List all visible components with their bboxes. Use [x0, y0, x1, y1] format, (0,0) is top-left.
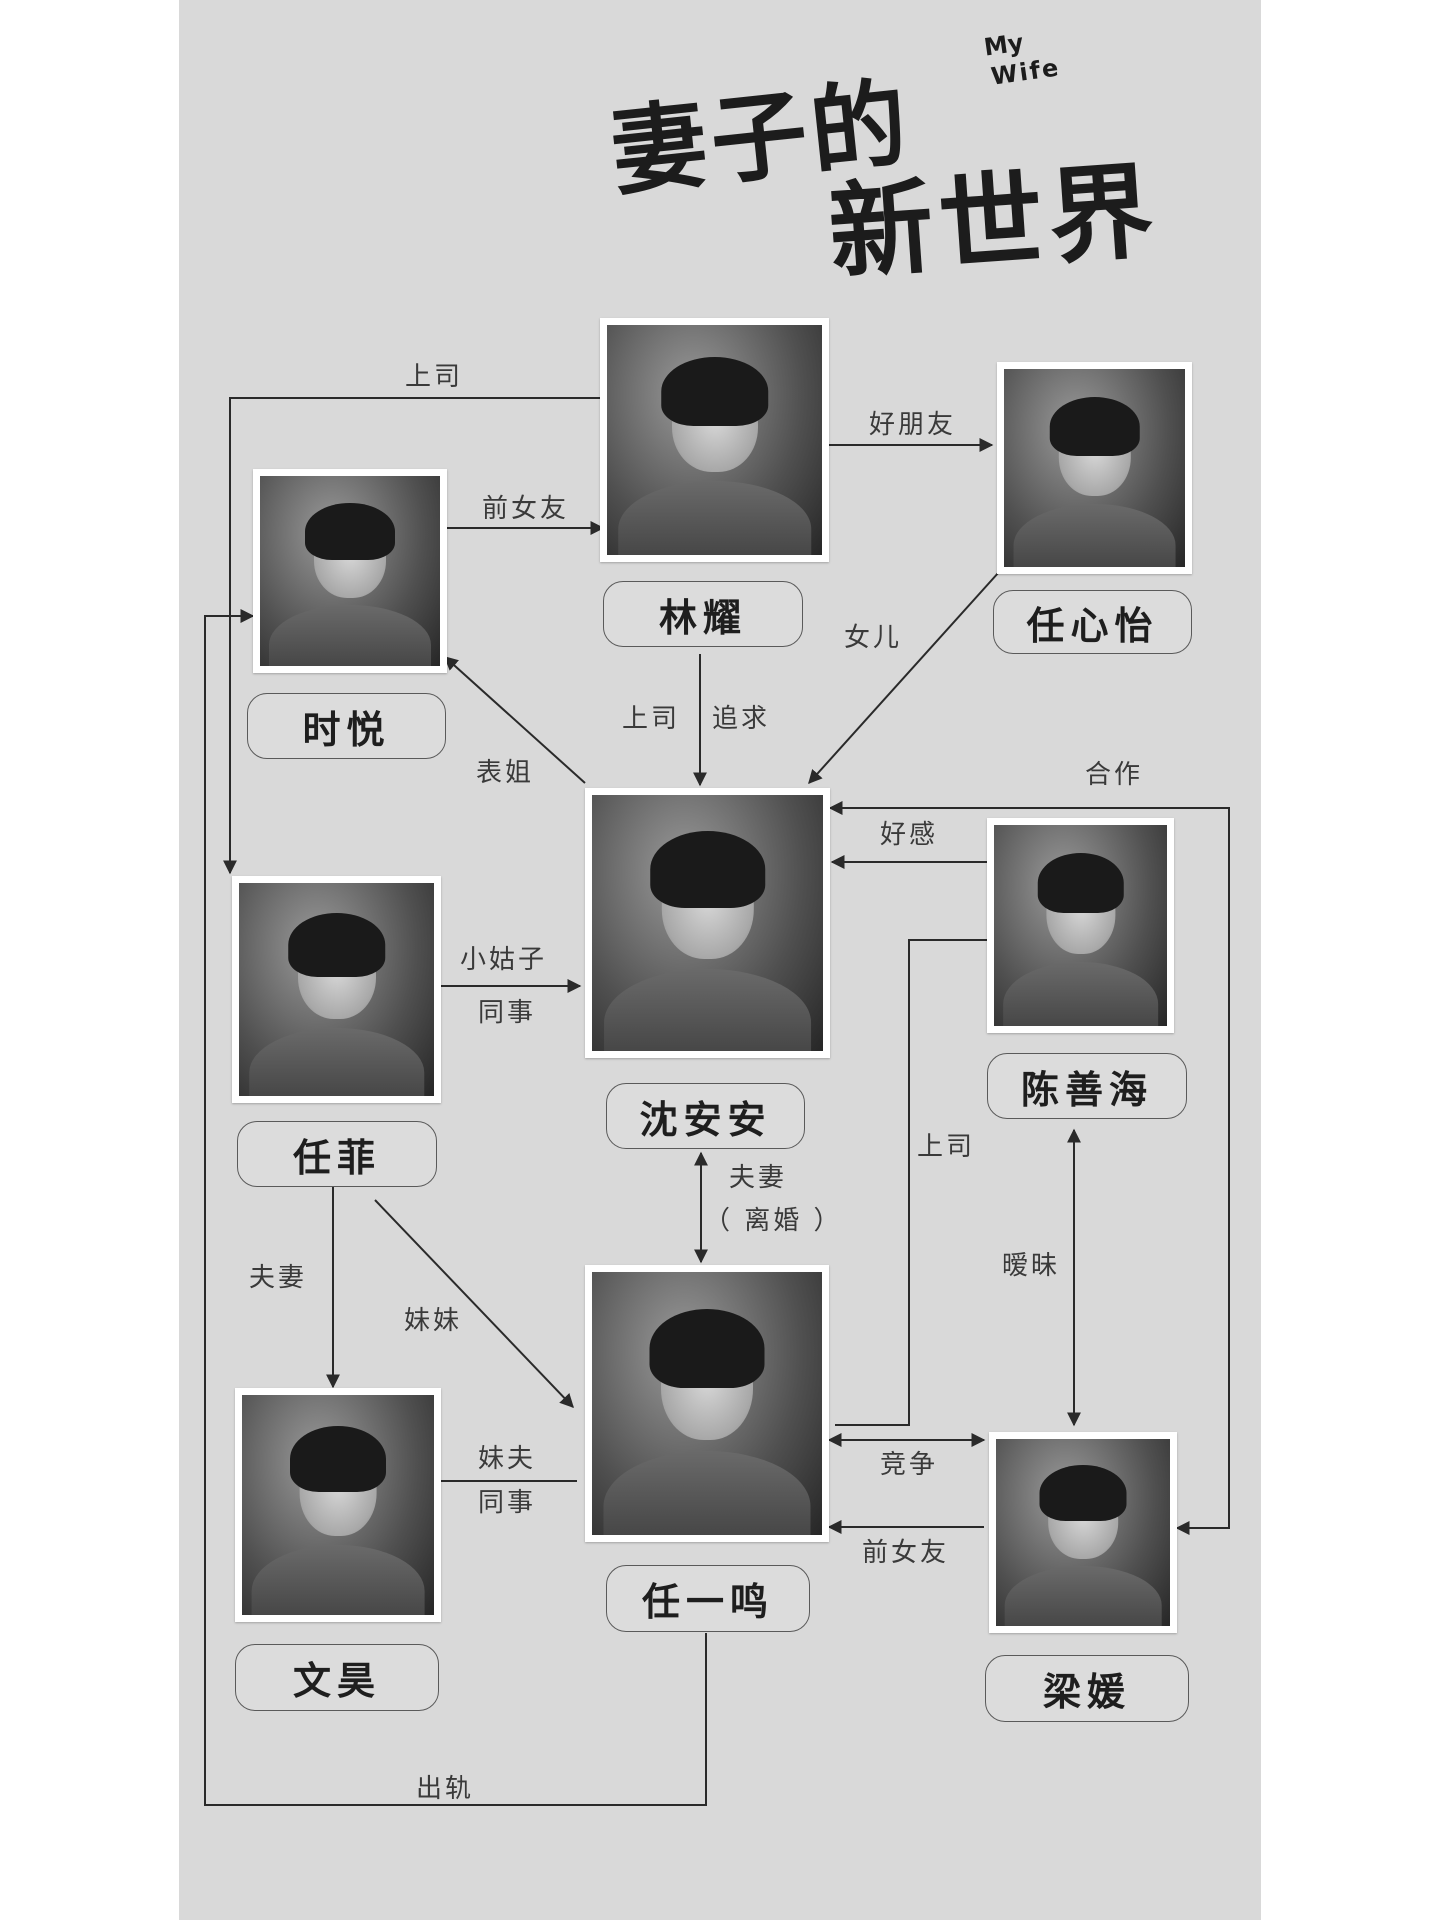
- title-english-line1: My: [982, 28, 1026, 62]
- link-linyao-renfei: [223, 397, 600, 875]
- label-renfei-wenhao: 夫妻: [249, 1263, 308, 1293]
- label-liangyuan-renyiming: 前女友: [862, 1538, 950, 1568]
- label-shenanan-shiyue: 表姐: [476, 758, 535, 788]
- portrait-chenshanhai: [987, 818, 1174, 1033]
- label-linyao-shenanan-2: 追求: [712, 704, 771, 734]
- title-chinese-line2: 新世界: [825, 148, 1163, 295]
- label-renfei-shenanan-1: 小姑子: [460, 945, 548, 975]
- label-linyao-renxinyi: 好朋友: [869, 410, 957, 440]
- name-plate-shiyue: 时悦: [247, 693, 446, 759]
- label-renfei-renyiming: 妹妹: [404, 1306, 463, 1336]
- portrait-renfei: [232, 876, 441, 1103]
- link-renyiming-shiyue: [204, 609, 707, 1806]
- name-plate-renxinyi: 任心怡: [993, 590, 1192, 654]
- link-renfei-renyiming: [374, 1199, 574, 1409]
- name-plate-liangyuan: 梁媛: [985, 1655, 1189, 1722]
- link-chenshanhai-renyiming: [835, 939, 987, 1426]
- label-liangyuan-shenanan: 合作: [1085, 760, 1144, 790]
- name-plate-wenhao: 文昊: [235, 1644, 439, 1711]
- portrait-renyiming: [585, 1265, 829, 1542]
- label-chenshanhai-renyiming: 上司: [917, 1132, 976, 1162]
- relationship-diagram: 妻子的 新世界 My Wife 林耀 任心怡 时悦 沈安安 任菲 陈善海 任一鸣…: [179, 0, 1261, 1920]
- label-chenshanhai-shenanan: 好感: [880, 820, 939, 850]
- label-renxinyi-shenanan: 女儿: [844, 623, 903, 653]
- name-plate-renfei: 任菲: [237, 1121, 437, 1187]
- link-shenanan-shiyue: [443, 656, 586, 784]
- link-renxinyi-shenanan: [808, 571, 1000, 785]
- portrait-linyao: [600, 318, 829, 562]
- label-wenhao-renyiming-1: 妹夫: [478, 1444, 537, 1474]
- label-shenanan-renyiming-2: （ 离婚 ）: [704, 1206, 843, 1236]
- portrait-liangyuan: [989, 1432, 1177, 1633]
- label-shenanan-renyiming-1: 夫妻: [729, 1163, 788, 1193]
- portrait-renxinyi: [997, 362, 1192, 574]
- label-shiyue-linyao: 前女友: [482, 494, 570, 524]
- label-renyiming-liangyuan: 竞争: [880, 1450, 939, 1480]
- name-plate-chenshanhai: 陈善海: [987, 1053, 1187, 1119]
- link-liangyuan-shenanan: [828, 801, 1230, 1535]
- label-linyao-renfei: 上司: [405, 362, 464, 392]
- name-plate-linyao: 林耀: [603, 581, 803, 647]
- label-renfei-shenanan-2: 同事: [478, 998, 537, 1028]
- label-chenshanhai-liangyuan: 暧昧: [1002, 1251, 1061, 1281]
- name-plate-renyiming: 任一鸣: [606, 1565, 810, 1632]
- relationship-links: [204, 397, 1230, 1806]
- portrait-wenhao: [235, 1388, 441, 1622]
- portrait-shiyue: [253, 469, 447, 673]
- name-plate-shenanan: 沈安安: [606, 1083, 805, 1149]
- portrait-shenanan: [585, 788, 830, 1058]
- label-renyiming-shiyue: 出轨: [416, 1774, 475, 1804]
- label-wenhao-renyiming-2: 同事: [478, 1488, 537, 1518]
- label-linyao-shenanan-1: 上司: [622, 704, 681, 734]
